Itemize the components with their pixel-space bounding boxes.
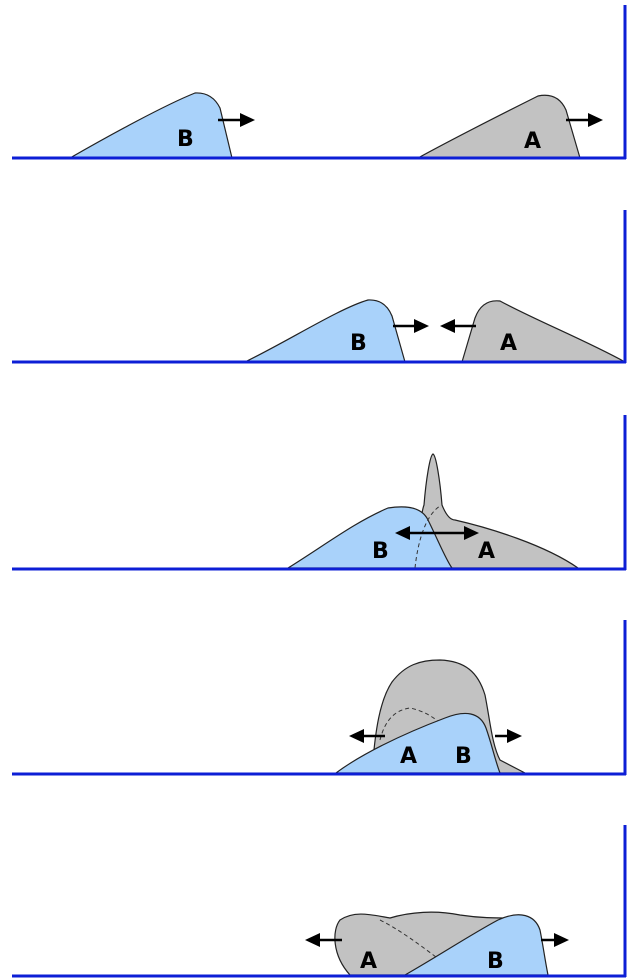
arrow-right-icon [430,526,479,540]
wave-a-label: A [478,539,495,564]
arrow-left-icon [440,319,476,333]
wave-b-label: B [487,949,504,974]
arrow-left-icon [349,729,385,743]
wave-a [461,300,626,363]
panel-4: A B [12,620,627,776]
panel-5: A B [12,825,627,978]
arrow-right-icon [495,729,522,743]
wave-b [244,299,406,363]
arrow-right-icon [393,319,429,333]
panel-3: B A [12,415,627,571]
wave-b-label: B [350,331,367,356]
arrow-right-icon [218,113,255,127]
wave-a [417,94,581,159]
wave-a [411,453,580,569]
wave-b [334,712,501,774]
wave-b-label: B [372,539,389,564]
overlap-outline [414,505,441,569]
wave-b [402,914,549,976]
wave-a-label: A [524,129,541,154]
wave-a-label: A [500,331,517,356]
wave-b [67,92,233,159]
arrow-left-icon [305,933,342,947]
wave-b-label: B [455,744,472,769]
arrow-left-icon [395,526,430,540]
arrow-right-icon [541,933,569,947]
panel-2: B A [12,210,627,364]
arrow-right-icon [566,113,603,127]
wave-b [285,506,454,569]
panel-1: B A [12,5,627,160]
wave-a-label: A [360,949,377,974]
overlap-outline [379,919,441,961]
wave-b-label: B [177,127,194,152]
wave-a-label: A [400,744,417,769]
